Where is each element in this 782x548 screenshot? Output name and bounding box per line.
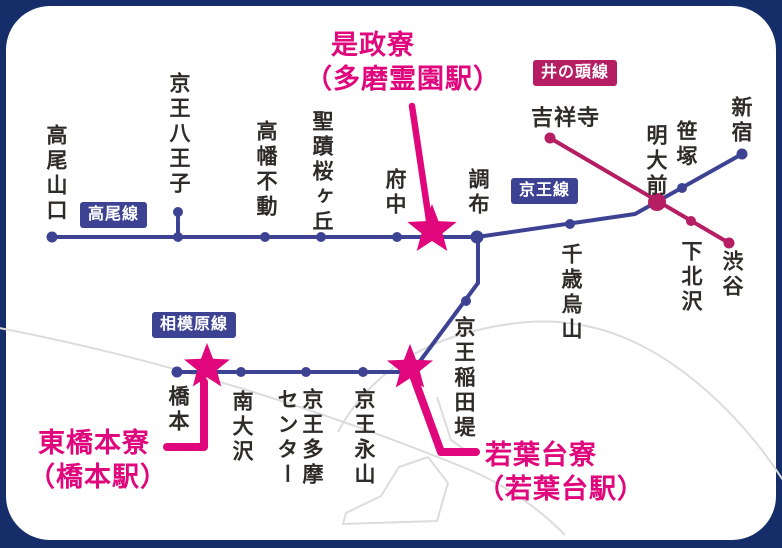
station-dot-shinjuku <box>736 148 748 160</box>
station-dot-kichijoji <box>544 132 556 144</box>
leader-higashihashimoto <box>163 378 208 451</box>
background-outline-west <box>0 327 566 536</box>
badge-takao-line: 高尾線 <box>80 202 148 228</box>
map-card <box>6 6 776 540</box>
dorm-star-koremasa <box>407 204 457 251</box>
station-dot-sasazuka <box>677 183 687 193</box>
station-label-kichijoji: 吉祥寺 <box>531 105 601 130</box>
station-dot-fuchu <box>392 232 402 242</box>
station-label-takaosanguchi: 高尾山口 <box>44 124 67 224</box>
dorm-label-higashihashimoto: 東橋本寮 （橋本駅） <box>28 426 168 494</box>
station-label-minamiosawa: 南大沢 <box>230 390 253 465</box>
inokashira-line <box>548 136 731 245</box>
station-dot-keiohachioji-top <box>173 207 183 217</box>
station-dot-shimokitazawa <box>686 216 696 226</box>
station-dot-hashimoto <box>171 366 183 378</box>
dorm-label-wakabadai: 若葉台寮 （若葉台駅） <box>477 438 645 506</box>
station-label-meidaimae: 明大前 <box>644 124 667 199</box>
station-dot-keiohachioji <box>173 232 183 242</box>
badge-inokashira-line: 井の頭線 <box>533 60 618 86</box>
leader-wakabadai <box>410 374 480 456</box>
dorm-station-koremasa: （多磨霊園駅） <box>305 64 501 94</box>
station-dot-takahatafudo <box>260 232 270 242</box>
dorm-name-koremasa: 是政寮 <box>331 30 415 60</box>
station-dot-keioinadazutsumi <box>461 296 471 306</box>
badge-keio-line: 京王線 <box>511 178 579 204</box>
station-label-keiotamacenter: 京王多摩センター <box>275 388 323 488</box>
station-dot-seisekisakuragaoka <box>316 232 326 242</box>
station-label-keiohachioji: 京王八王子 <box>167 72 190 197</box>
dorm-name-higashihashimoto: 東橋本寮 <box>38 428 150 458</box>
station-dot-chitosekarasuyama <box>565 219 575 229</box>
station-dot-keionagayama <box>358 367 368 377</box>
sagamihara-branch-line <box>175 235 480 374</box>
station-label-shinjuku: 新宿 <box>729 96 752 146</box>
leader-koremasa <box>408 102 433 224</box>
station-label-takahatafudo: 高幡不動 <box>254 120 277 220</box>
dorm-station-higashihashimoto: （橋本駅） <box>28 462 168 492</box>
station-dot-keiotamacenter <box>301 367 311 377</box>
station-label-chofu: 調布 <box>466 168 489 218</box>
station-label-fuchu: 府中 <box>383 168 406 218</box>
station-label-seisekisakuragaoka: 聖蹟桜ヶ丘 <box>310 110 333 235</box>
station-dot-meidaimae <box>648 193 666 211</box>
station-label-keioinadazutsumi: 京王稲田堤 <box>452 316 475 441</box>
station-dot-takaosanguchi <box>46 231 58 243</box>
station-dot-shibuya <box>723 237 735 249</box>
station-label-keionagayama: 京王永山 <box>352 388 375 488</box>
station-label-shimokitazawa: 下北沢 <box>679 240 702 315</box>
station-label-hashimoto: 橋本 <box>166 385 189 435</box>
station-dot-minamiosawa <box>236 367 246 377</box>
station-label-chitosekarasuyama: 千歳烏山 <box>559 243 582 343</box>
station-label-sasazuka: 笹塚 <box>674 120 697 170</box>
dorm-label-koremasa: 是政寮 （多磨霊園駅） <box>305 28 501 96</box>
station-dot-chofu <box>470 230 484 244</box>
station-label-shibuya: 渋谷 <box>720 250 743 300</box>
dorm-name-wakabadai: 若葉台寮 <box>485 440 597 470</box>
dorm-station-wakabadai: （若葉台駅） <box>477 474 645 504</box>
badge-sagamihara-line: 相模原線 <box>152 312 237 338</box>
